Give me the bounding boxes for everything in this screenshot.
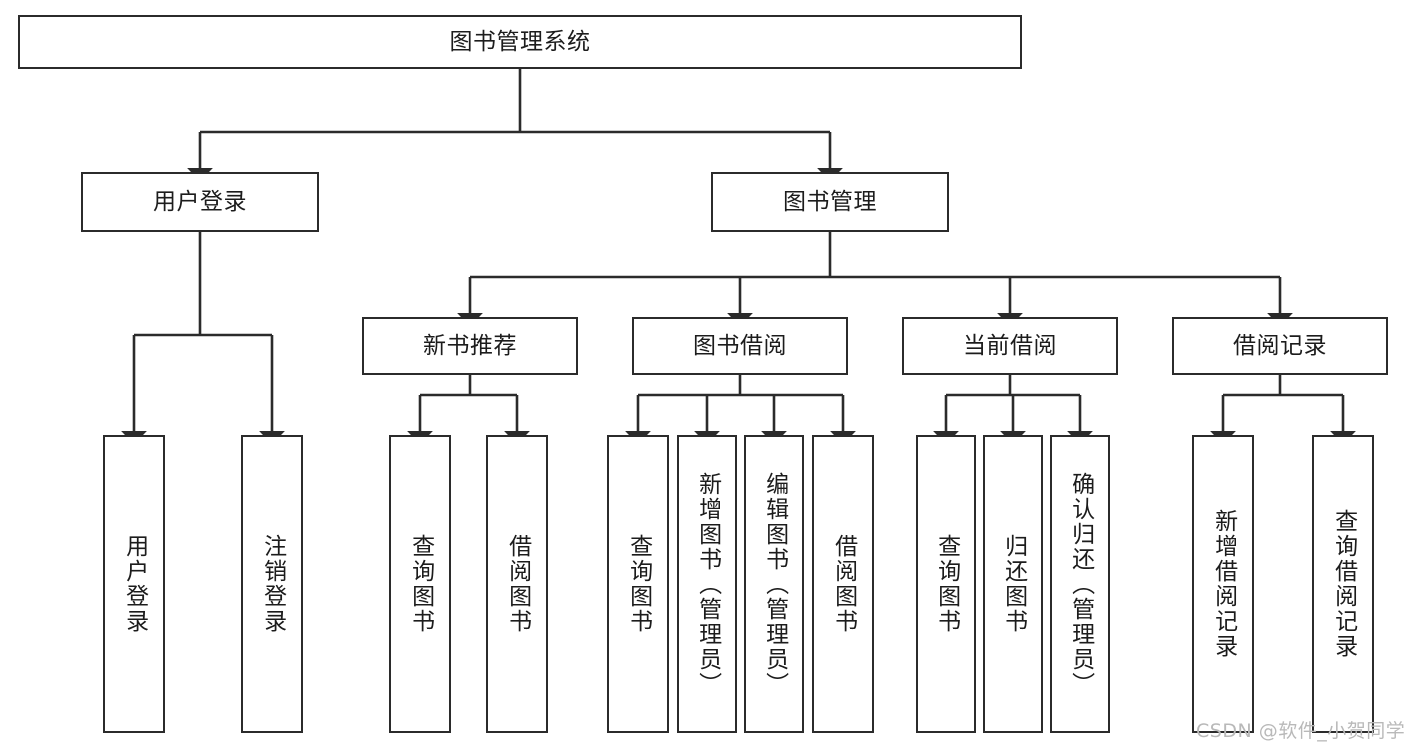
node-n-borrow-record[interactable]: 借阅记录	[1172, 317, 1388, 375]
node-leaf-query-book-2[interactable]: 查询图书	[607, 435, 669, 733]
node-leaf-edit-book[interactable]: 编辑图书（管理员）	[744, 435, 804, 733]
node-n-user-login[interactable]: 用户登录	[81, 172, 319, 232]
node-label-leaf-edit-book: 编辑图书（管理员）	[761, 471, 788, 697]
node-leaf-borrow-book-1[interactable]: 借阅图书	[486, 435, 548, 733]
node-n-book-borrow[interactable]: 图书借阅	[632, 317, 848, 375]
node-label-leaf-user-login: 用户登录	[121, 534, 148, 634]
node-label-leaf-return-book: 归还图书	[1000, 534, 1027, 634]
node-leaf-logout[interactable]: 注销登录	[241, 435, 303, 733]
node-label-n-new-book-rec: 新书推荐	[423, 332, 517, 359]
node-leaf-user-login[interactable]: 用户登录	[103, 435, 165, 733]
node-n-book-manage[interactable]: 图书管理	[711, 172, 949, 232]
node-label-leaf-logout: 注销登录	[259, 534, 286, 634]
node-leaf-borrow-book-2[interactable]: 借阅图书	[812, 435, 874, 733]
node-label-leaf-borrow-book-2: 借阅图书	[830, 534, 857, 634]
node-leaf-query-book-1[interactable]: 查询图书	[389, 435, 451, 733]
node-label-leaf-confirm-return: 确认归还（管理员）	[1067, 471, 1094, 697]
node-label-n-current-borrow: 当前借阅	[963, 332, 1057, 359]
node-root[interactable]: 图书管理系统	[18, 15, 1022, 69]
node-n-new-book-rec[interactable]: 新书推荐	[362, 317, 578, 375]
connector-lines	[121, 69, 1356, 445]
node-n-current-borrow[interactable]: 当前借阅	[902, 317, 1118, 375]
node-label-n-book-manage: 图书管理	[783, 188, 877, 215]
node-leaf-query-book-3[interactable]: 查询图书	[916, 435, 976, 733]
node-label-leaf-query-book-1: 查询图书	[407, 534, 434, 634]
node-leaf-add-record[interactable]: 新增借阅记录	[1192, 435, 1254, 733]
node-label-leaf-borrow-book-1: 借阅图书	[504, 534, 531, 634]
node-label-root: 图书管理系统	[449, 28, 591, 55]
node-label-leaf-query-book-2: 查询图书	[625, 534, 652, 634]
node-label-leaf-add-record: 新增借阅记录	[1210, 509, 1237, 659]
node-leaf-add-book[interactable]: 新增图书（管理员）	[677, 435, 737, 733]
node-leaf-return-book[interactable]: 归还图书	[983, 435, 1043, 733]
watermark-text: CSDN @软件_小贺同学	[1196, 720, 1405, 742]
node-label-n-book-borrow: 图书借阅	[693, 332, 787, 359]
node-label-n-user-login: 用户登录	[153, 188, 247, 215]
node-label-leaf-add-book: 新增图书（管理员）	[694, 471, 721, 697]
node-leaf-confirm-return[interactable]: 确认归还（管理员）	[1050, 435, 1110, 733]
node-label-n-borrow-record: 借阅记录	[1233, 332, 1327, 359]
node-leaf-query-record[interactable]: 查询借阅记录	[1312, 435, 1374, 733]
node-label-leaf-query-book-3: 查询图书	[933, 534, 960, 634]
node-label-leaf-query-record: 查询借阅记录	[1330, 509, 1357, 659]
